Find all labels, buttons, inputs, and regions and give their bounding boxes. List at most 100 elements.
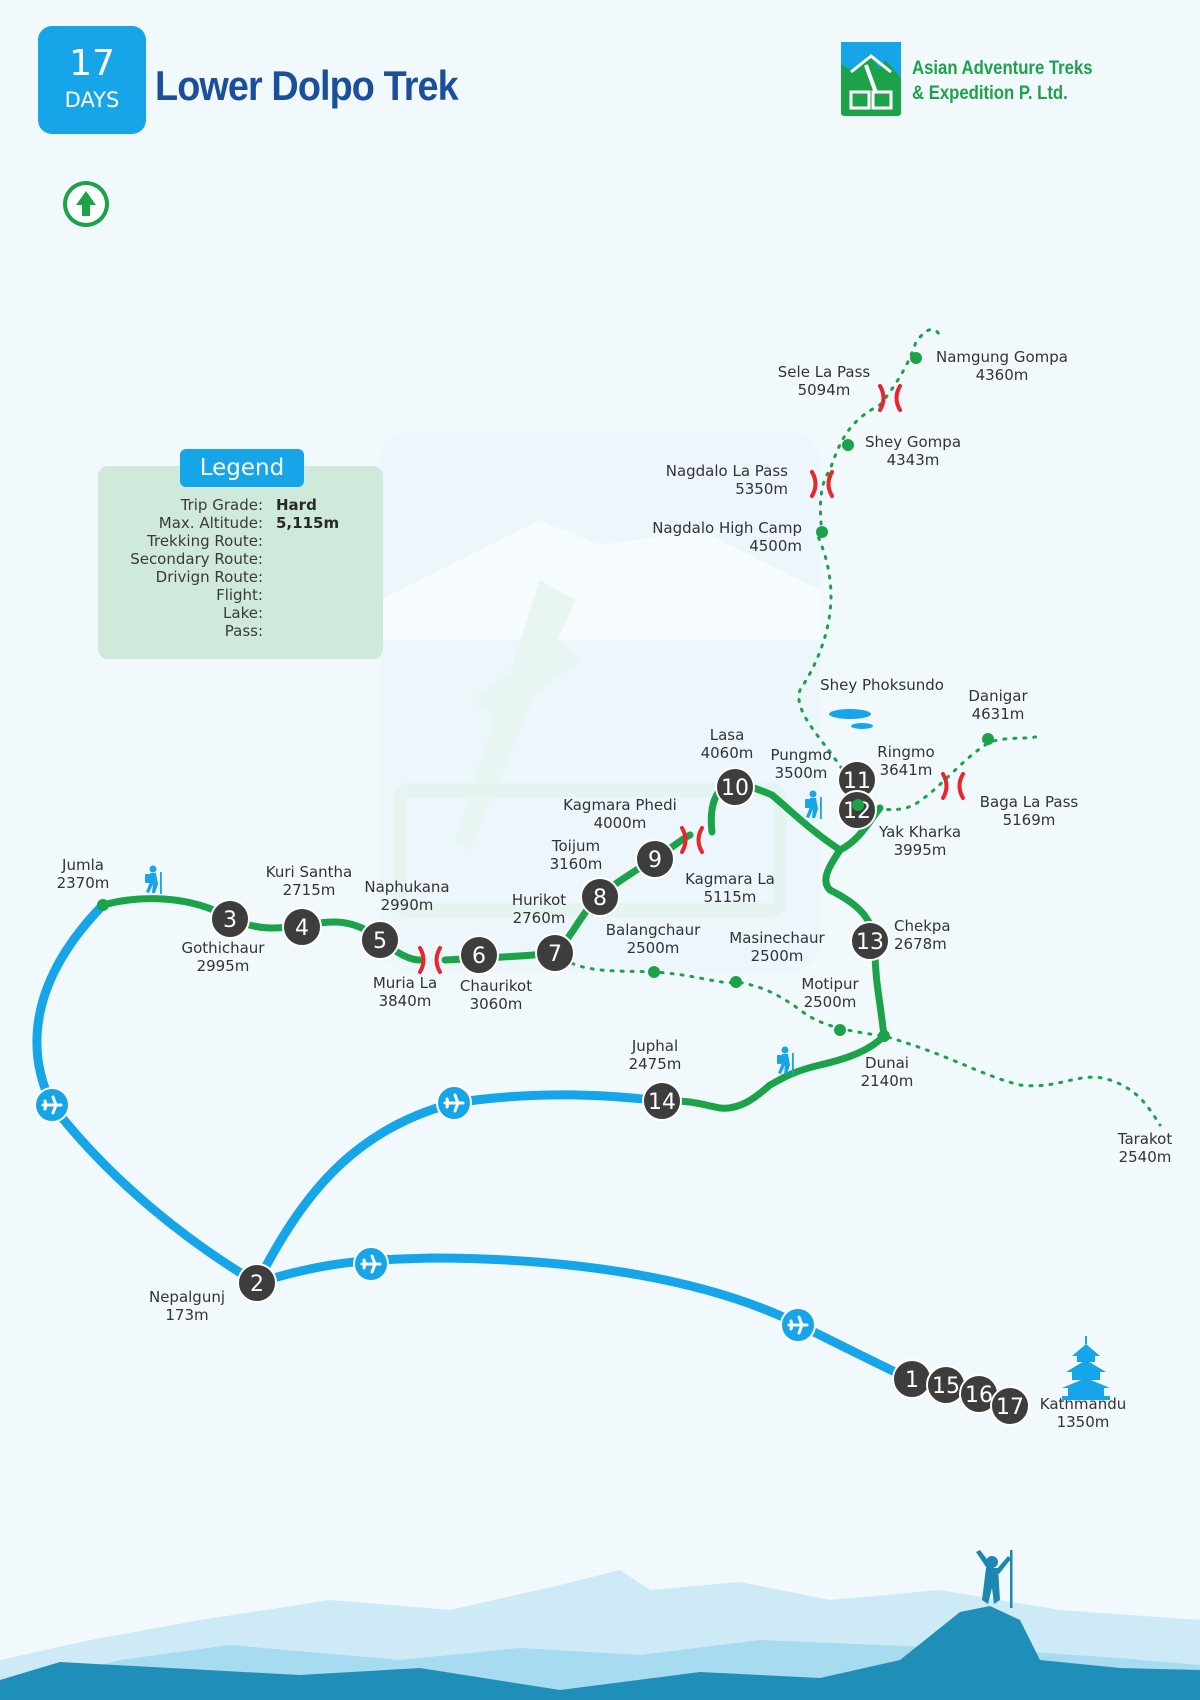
legend-row-label: Trip Grade:	[180, 496, 263, 514]
day-stop-marker: 7	[535, 933, 575, 973]
hiker-icon	[805, 790, 822, 819]
day-stop-marker: 6	[459, 935, 499, 975]
day-stop-marker: 17	[990, 1386, 1030, 1426]
waypoint-dot	[648, 966, 660, 978]
day-stop-circle	[237, 1263, 277, 1303]
day-stop-number: 13	[856, 930, 884, 955]
waypoint-dot	[730, 976, 742, 988]
days-label: DAYS	[64, 88, 120, 112]
brand-line-2: & Expedition P. Ltd.	[912, 83, 1068, 104]
legend-row-label: Trekking Route:	[147, 532, 263, 550]
legend-row-value: 5,115m	[276, 514, 340, 532]
day-stop-number: 4	[295, 916, 309, 941]
north-arrow-button[interactable]	[63, 181, 109, 227]
waypoint-dot	[816, 526, 828, 538]
legend-row-label: Pass:	[224, 622, 263, 640]
days-number: 17	[69, 43, 115, 84]
legend-row: Pass:	[98, 622, 383, 640]
day-stop-marker: 3	[210, 899, 250, 939]
brand-logo-icon	[841, 42, 901, 116]
day-stop-circle	[360, 920, 400, 960]
day-stop-number: 15	[932, 1374, 960, 1399]
brand-name: Asian Adventure Treks & Expedition P. Lt…	[912, 56, 1093, 106]
hiker-icon	[777, 1046, 794, 1075]
secondary-routes	[553, 328, 1162, 1127]
legend-row-label: Max. Altitude:	[158, 514, 263, 532]
day-stop-circle	[535, 933, 575, 973]
day-stop-number: 2	[250, 1272, 264, 1297]
day-stop-marker: 4	[282, 907, 322, 947]
legend-row-value: Hard	[276, 496, 317, 514]
day-stop-circle	[635, 839, 675, 879]
day-stop-marker: 2	[237, 1263, 277, 1303]
legend-title: Legend	[180, 449, 304, 487]
day-stop-marker: 9	[635, 839, 675, 879]
north-arrow-icon	[67, 185, 105, 223]
day-stop-marker: 13	[850, 921, 890, 961]
day-stop-number: 9	[648, 848, 662, 873]
waypoint-dot	[834, 1024, 846, 1036]
day-stop-circle	[642, 1081, 682, 1121]
airplane-icon	[436, 1085, 472, 1121]
pass-icon	[941, 772, 965, 800]
pass-icon	[810, 470, 834, 498]
legend-row: Flight:	[98, 586, 383, 604]
day-stop-marker: 5	[360, 920, 400, 960]
day-stop-number: 5	[373, 929, 387, 954]
legend-panel	[98, 466, 383, 659]
day-stop-circle	[210, 899, 250, 939]
day-stop-number: 17	[996, 1395, 1024, 1420]
legend-row-label: Flight:	[216, 586, 263, 604]
day-stop-number: 1	[905, 1368, 919, 1393]
mountain-silhouette	[0, 1570, 1200, 1700]
waypoint-dot	[910, 352, 922, 364]
pass-icon	[418, 946, 442, 974]
day-stop-number: 11	[843, 769, 871, 794]
day-stop-marker: 16	[959, 1374, 999, 1414]
airplane-icon	[780, 1307, 816, 1343]
pagoda-icon	[1062, 1336, 1110, 1400]
waypoint-dot	[852, 799, 864, 811]
legend-row-label: Secondary Route:	[130, 550, 263, 568]
legend-row: Trip Grade: Hard	[98, 496, 383, 514]
legend-row-label: Lake:	[223, 604, 263, 622]
hiker-icon	[145, 865, 162, 894]
day-stop-circle	[580, 877, 620, 917]
legend-row: Drivign Route:	[98, 568, 383, 586]
legend-row: Max. Altitude: 5,115m	[98, 514, 383, 532]
day-stop-marker: 14	[642, 1081, 682, 1121]
watermark-logo	[380, 432, 820, 972]
waypoint-dot	[842, 439, 854, 451]
day-stop-number: 16	[965, 1383, 993, 1408]
day-stop-number: 10	[721, 776, 749, 801]
day-stop-marker: 1	[892, 1359, 932, 1399]
lake-icon	[829, 709, 873, 729]
day-stop-circle	[990, 1386, 1030, 1426]
airplane-icon	[34, 1087, 70, 1123]
